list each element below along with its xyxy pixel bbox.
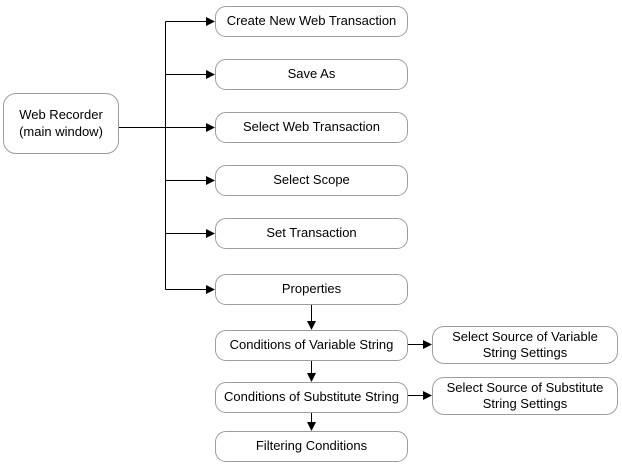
node-label: Select Source of Variable bbox=[452, 328, 598, 344]
arrowhead-icon bbox=[423, 340, 432, 349]
node-save-as: Save As bbox=[215, 59, 408, 90]
arrowhead-icon bbox=[206, 176, 215, 185]
node-select-source-of-substitute-string-settings: Select Source of Substitute String Setti… bbox=[432, 377, 618, 415]
node-label: Web Recorder bbox=[19, 107, 103, 123]
arrowhead-icon bbox=[206, 229, 215, 238]
arrowhead-icon bbox=[206, 285, 215, 294]
node-label: Conditions of Substitute String bbox=[224, 389, 399, 405]
node-select-web-transaction: Select Web Transaction bbox=[215, 112, 408, 143]
node-label: String Settings bbox=[482, 396, 568, 411]
node-web-recorder: Web Recorder (main window) bbox=[3, 93, 119, 154]
arrowhead-icon bbox=[206, 70, 215, 79]
node-label: Properties bbox=[281, 281, 342, 297]
node-label: Select Scope bbox=[273, 172, 350, 188]
node-select-scope: Select Scope bbox=[215, 165, 408, 196]
node-conditions-of-variable-string: Conditions of Variable String bbox=[215, 330, 408, 361]
arrowhead-icon bbox=[307, 321, 316, 330]
node-label: Select Web Transaction bbox=[242, 119, 381, 135]
node-label: Create New Web Transaction bbox=[226, 13, 397, 29]
node-label: Select Source of Substitute bbox=[446, 379, 604, 395]
arrowhead-icon bbox=[307, 373, 316, 382]
node-label: String Settings bbox=[482, 345, 568, 360]
arrowhead-icon bbox=[307, 422, 316, 431]
node-label: (main window) bbox=[19, 123, 103, 139]
node-create-new-web-transaction: Create New Web Transaction bbox=[215, 6, 408, 37]
arrowhead-icon bbox=[206, 17, 215, 26]
node-label: Conditions of Variable String bbox=[229, 337, 394, 353]
arrowhead-icon bbox=[206, 123, 215, 132]
node-label: Save As bbox=[287, 66, 336, 82]
arrowhead-icon bbox=[423, 391, 432, 400]
node-properties: Properties bbox=[215, 274, 408, 305]
node-set-transaction: Set Transaction bbox=[215, 218, 408, 249]
node-label: Set Transaction bbox=[266, 225, 357, 241]
node-conditions-of-substitute-string: Conditions of Substitute String bbox=[215, 382, 408, 413]
node-label: Filtering Conditions bbox=[255, 438, 368, 454]
node-select-source-of-variable-string-settings: Select Source of Variable String Setting… bbox=[432, 326, 618, 364]
node-filtering-conditions: Filtering Conditions bbox=[215, 431, 408, 462]
